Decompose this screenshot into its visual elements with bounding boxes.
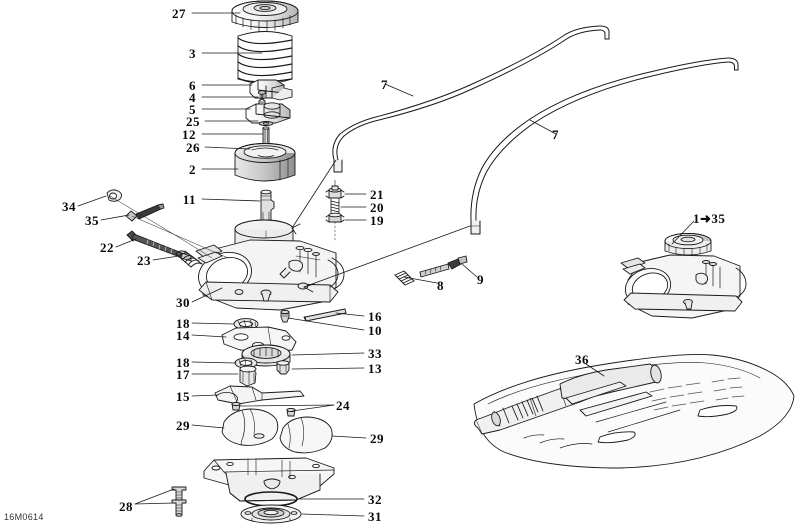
callout-17: 17 — [176, 367, 190, 382]
callout-5: 5 — [189, 102, 196, 117]
callout-7-lower: 7 — [552, 127, 559, 142]
part-22-air-screw — [126, 230, 192, 262]
part-20-adjuster-spring — [330, 198, 340, 214]
callout-9: 9 — [477, 272, 484, 287]
part-29-float-right — [279, 416, 333, 454]
part-27-top-cap — [231, 0, 299, 32]
part-3-spring — [237, 31, 293, 84]
callout-16: 16 — [368, 309, 382, 324]
part-13-pilot-jet — [276, 360, 290, 375]
callout-11: 11 — [182, 192, 196, 207]
part-21-adjuster-cap — [325, 185, 345, 199]
part-bowl — [203, 457, 335, 502]
callout-4: 4 — [189, 90, 196, 105]
part-29-float-left — [221, 408, 279, 446]
callout-3: 3 — [189, 46, 196, 61]
callout-14: 14 — [176, 328, 190, 343]
part-18-o-ring-lower — [234, 357, 258, 369]
callout-20: 20 — [370, 200, 384, 215]
callout-26: 26 — [186, 140, 200, 155]
part-34-retainer-clip — [106, 189, 123, 202]
part-5-holder-lower — [245, 102, 291, 124]
leader-lines — [77, 12, 695, 517]
part-31-drain-plug — [240, 504, 302, 524]
callout-19: 19 — [370, 213, 384, 228]
callout-12: 12 — [182, 127, 196, 142]
callout-24: 24 — [336, 398, 350, 413]
callout-29-right: 29 — [370, 431, 384, 446]
part-36-tool-kit-card — [473, 353, 795, 469]
callout-10: 10 — [368, 323, 382, 338]
callout-29-left: 29 — [176, 418, 190, 433]
part-16-float-pivot-pin — [303, 308, 347, 322]
callout-13: 13 — [368, 361, 382, 376]
part-10-main-jet — [280, 310, 290, 323]
callout-30: 30 — [176, 295, 190, 310]
part-35-idle-screw — [125, 203, 165, 222]
callout-31: 31 — [368, 509, 382, 524]
callout-36: 36 — [575, 352, 589, 367]
callout-27: 27 — [172, 6, 186, 21]
callout-33: 33 — [368, 346, 382, 361]
part-19-adjuster-nut — [325, 212, 345, 223]
callout-23: 23 — [137, 253, 151, 268]
callout-28: 28 — [119, 499, 133, 514]
part-15-float-arm — [214, 385, 305, 405]
callout-6: 6 — [189, 78, 196, 93]
callout-18-lower: 18 — [176, 355, 190, 370]
diagram-caption: 16M0614 — [4, 512, 44, 522]
callout-18-upper: 18 — [176, 316, 190, 331]
part-28-bowl-screws — [171, 486, 187, 517]
callout-8: 8 — [437, 278, 444, 293]
part-9-idle-screw — [419, 255, 468, 278]
callout-22: 22 — [100, 240, 114, 255]
callout-15: 15 — [176, 389, 190, 404]
callout-25: 25 — [186, 114, 200, 129]
part-2-throttle-slide — [234, 143, 296, 182]
part-25-washer — [258, 121, 274, 126]
part-8-idle-spring — [394, 270, 415, 286]
callout-35: 35 — [85, 213, 99, 228]
callout-21: 21 — [370, 187, 384, 202]
callout-2: 2 — [189, 162, 196, 177]
callout-34: 34 — [62, 199, 76, 214]
part-30-carburetor-body — [195, 219, 345, 311]
part-7-vent-hoses — [332, 25, 739, 235]
callout-32: 32 — [368, 492, 382, 507]
part-1-carburetor-assembly — [620, 232, 747, 319]
callout-7-upper: 7 — [381, 77, 388, 92]
callout-1-to-35: 1➜35 — [693, 211, 726, 226]
